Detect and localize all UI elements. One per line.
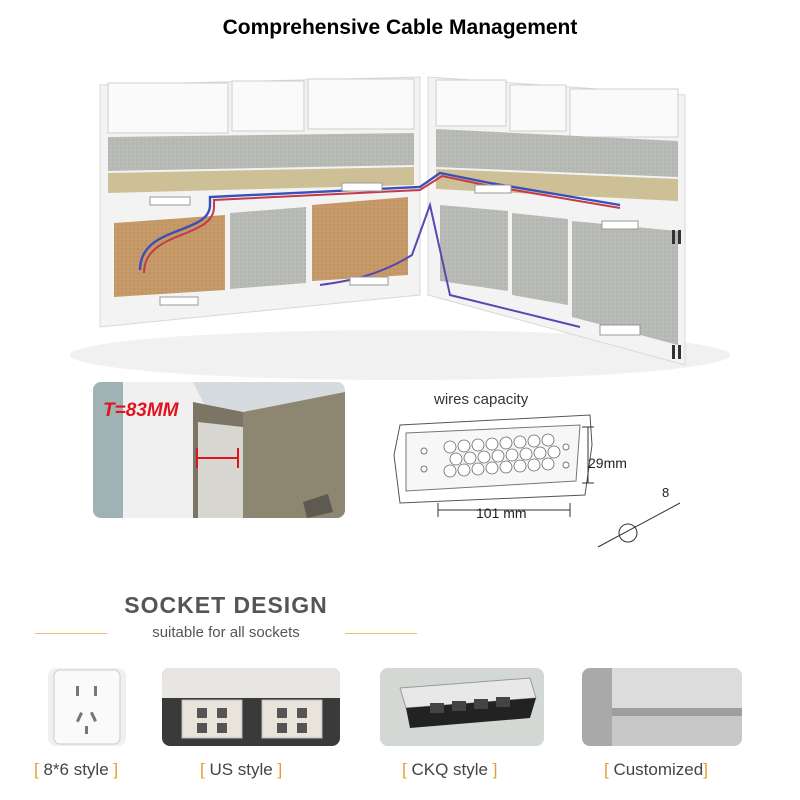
wires-capacity-title: wires capacity (434, 391, 529, 408)
page-title: Comprehensive Cable Management (222, 16, 578, 39)
socket-label-ckq: [ CKQ style ] (402, 760, 498, 779)
divider-left (35, 633, 107, 634)
wires-width-label: 101 mm (476, 505, 527, 521)
socket-label-us: [ US style ] (200, 760, 283, 779)
thickness-label: T=83MM (103, 400, 179, 421)
partition-illustration (70, 76, 730, 380)
socket-heading: SOCKET DESIGN (124, 592, 328, 618)
socket-tile-us (162, 668, 340, 746)
socket-tile-customized (582, 668, 742, 746)
wires-capacity-diagram: wires capacity 29mm 101 mm 8 (380, 385, 680, 560)
socket-label-customized: [ Customized] (604, 760, 708, 779)
wires-height-label: 29mm (588, 455, 627, 471)
socket-label-8x6: [ 8*6 style ] (34, 760, 119, 779)
socket-tile-8x6 (48, 668, 126, 746)
panel-thickness-photo: T=83MM (93, 382, 345, 518)
wires-diameter-label: 8 (662, 485, 670, 500)
socket-subheading: suitable for all sockets (152, 624, 300, 641)
socket-tile-ckq (380, 668, 544, 746)
divider-right (345, 633, 417, 634)
